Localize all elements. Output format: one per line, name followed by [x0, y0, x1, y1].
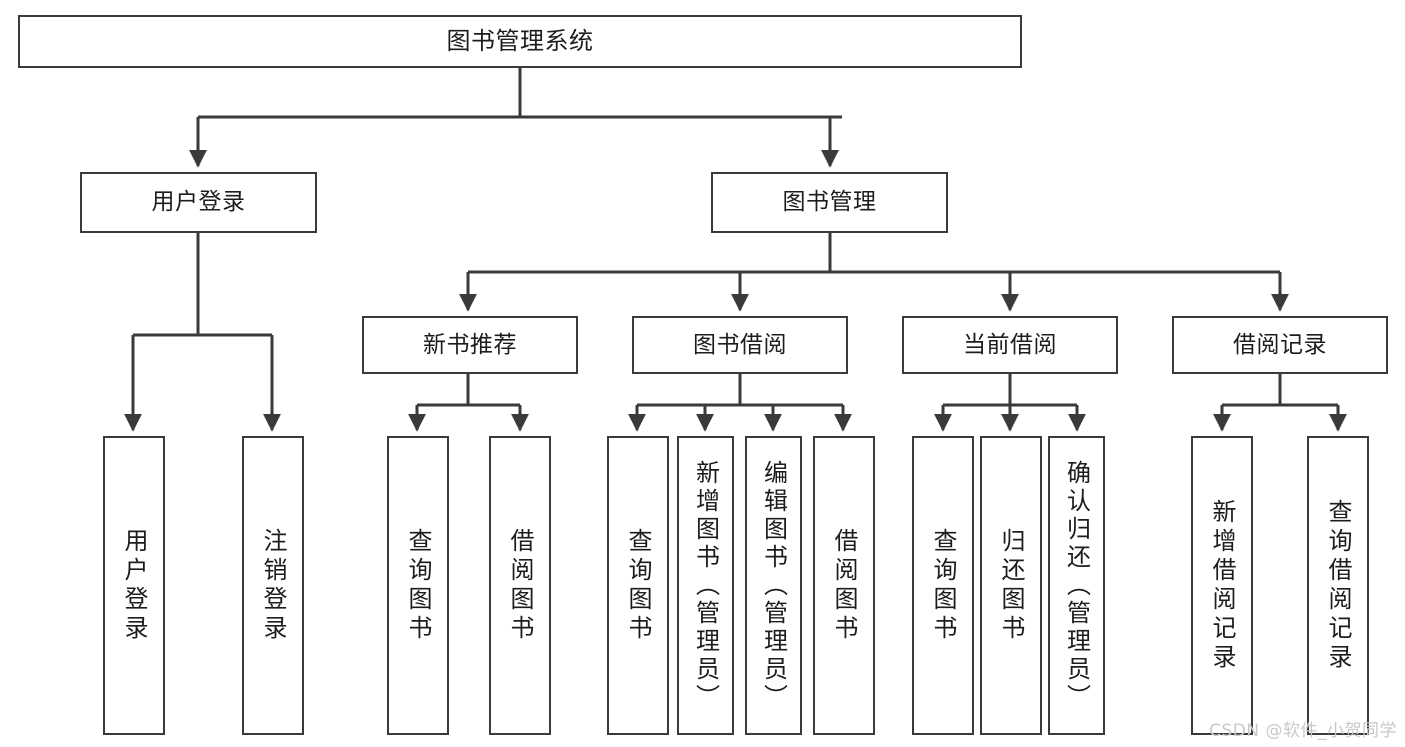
node-borrow-record[interactable]: 借阅记录: [1172, 316, 1388, 374]
node-label: 查询图书: [929, 527, 957, 644]
node-user-login[interactable]: 用户登录: [80, 172, 317, 233]
node-label: 借阅记录: [1233, 331, 1327, 358]
leaf-query-book-borrow[interactable]: 查询图书: [607, 436, 669, 735]
leaf-query-borrow-record[interactable]: 查询借阅记录: [1307, 436, 1369, 735]
node-label: 新增借阅记录: [1208, 498, 1236, 673]
node-label: 新增图书（管理员）: [691, 459, 720, 712]
leaf-add-book[interactable]: 新增图书（管理员）: [677, 436, 734, 735]
node-book-borrow[interactable]: 图书借阅: [632, 316, 848, 374]
leaf-user-login[interactable]: 用户登录: [103, 436, 165, 735]
node-label: 新书推荐: [423, 331, 517, 358]
leaf-borrow-book[interactable]: 借阅图书: [813, 436, 875, 735]
node-label: 查询图书: [624, 527, 652, 644]
watermark-text: CSDN @软件_小贺同学: [1209, 721, 1397, 741]
node-label: 确认归还（管理员）: [1062, 459, 1091, 712]
node-root-system[interactable]: 图书管理系统: [18, 15, 1022, 68]
node-label: 图书借阅: [693, 331, 787, 358]
node-label: 归还图书: [997, 527, 1025, 644]
node-label: 用户登录: [120, 527, 148, 644]
node-label: 查询借阅记录: [1324, 498, 1352, 673]
leaf-query-book-current[interactable]: 查询图书: [912, 436, 974, 735]
node-label: 借阅图书: [830, 527, 858, 644]
node-label: 当前借阅: [963, 331, 1057, 358]
leaf-borrow-book-recommend[interactable]: 借阅图书: [489, 436, 551, 735]
node-label: 注销登录: [259, 527, 287, 644]
leaf-return-book[interactable]: 归还图书: [980, 436, 1042, 735]
node-label: 借阅图书: [506, 527, 534, 644]
node-book-manage[interactable]: 图书管理: [711, 172, 948, 233]
node-label: 编辑图书（管理员）: [759, 459, 788, 712]
leaf-logout[interactable]: 注销登录: [242, 436, 304, 735]
leaf-query-book-recommend[interactable]: 查询图书: [387, 436, 449, 735]
node-label: 用户登录: [151, 189, 246, 216]
node-new-book-recommend[interactable]: 新书推荐: [362, 316, 578, 374]
node-label: 图书管理系统: [446, 26, 594, 55]
leaf-confirm-return[interactable]: 确认归还（管理员）: [1048, 436, 1105, 735]
node-label: 图书管理: [782, 189, 877, 216]
node-current-borrow[interactable]: 当前借阅: [902, 316, 1118, 374]
leaf-add-borrow-record[interactable]: 新增借阅记录: [1191, 436, 1253, 735]
node-label: 查询图书: [404, 527, 432, 644]
leaf-edit-book[interactable]: 编辑图书（管理员）: [745, 436, 802, 735]
